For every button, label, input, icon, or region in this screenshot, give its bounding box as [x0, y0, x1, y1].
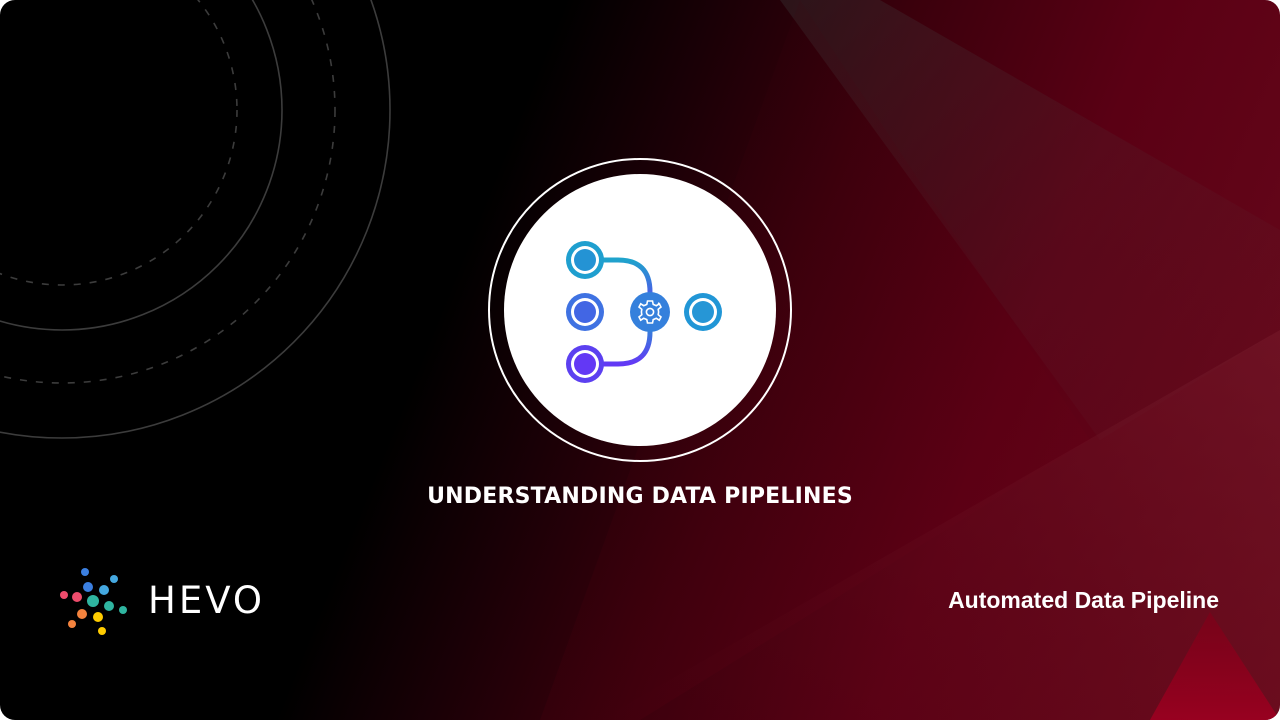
hero-badge	[488, 158, 792, 462]
gear-icon	[630, 292, 670, 332]
source-node-3-icon	[566, 345, 604, 383]
red-triangle	[1150, 612, 1280, 720]
data-pipeline-icon	[566, 241, 722, 383]
hevo-dots-logo-icon	[60, 568, 127, 635]
source-node-2-icon	[566, 293, 604, 331]
destination-node-icon	[684, 293, 722, 331]
red-wedge	[540, 0, 1090, 720]
page-title: UNDERSTANDING DATA PIPELINES	[427, 484, 853, 509]
tagline: Automated Data Pipeline	[948, 587, 1219, 613]
source-node-1-icon	[566, 241, 604, 279]
hero-outer-ring	[488, 158, 792, 462]
hevo-logo[interactable]: HEVO	[56, 562, 266, 642]
lower-band	[600, 330, 1280, 720]
concentric-arcs	[0, 0, 391, 439]
beam-shape	[780, 0, 1280, 440]
brand-name: HEVO	[148, 579, 265, 622]
